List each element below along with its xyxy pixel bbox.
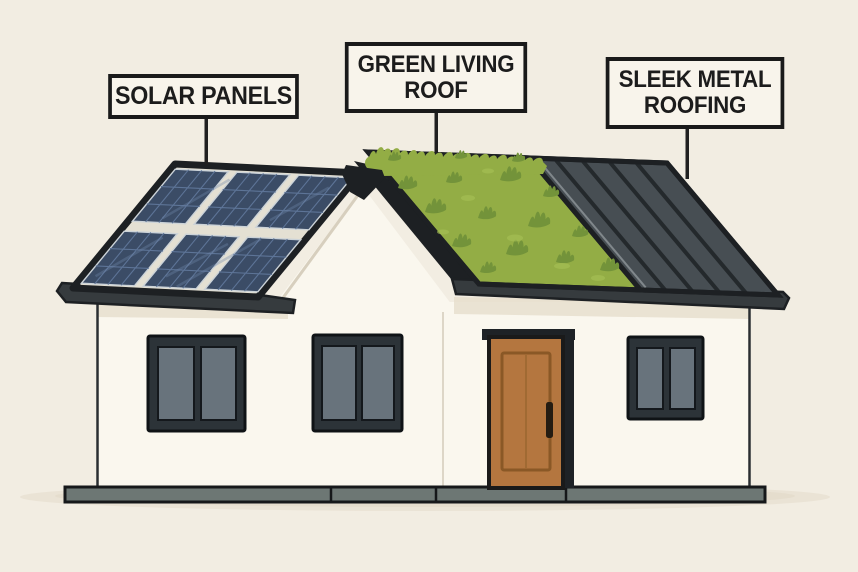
gable-shade-line bbox=[275, 190, 363, 307]
window-middle bbox=[311, 333, 404, 433]
metal-seams bbox=[555, 159, 747, 294]
window-right bbox=[626, 335, 705, 421]
pointer-line-metal bbox=[685, 127, 689, 179]
label-green-living-roof-line1: GREEN LIVING bbox=[357, 50, 515, 78]
label-green-living-roof: GREEN LIVING ROOF bbox=[344, 42, 528, 113]
front-door bbox=[482, 329, 575, 490]
window-left bbox=[146, 334, 247, 433]
gable-wall bbox=[271, 187, 455, 309]
green-roof-rake-trim bbox=[354, 161, 484, 287]
solar-panel-grid bbox=[81, 169, 351, 292]
door-handle bbox=[546, 402, 553, 438]
label-sleek-metal-roofing-line1: SLEEK METAL bbox=[618, 66, 772, 94]
door-lintel bbox=[482, 329, 575, 340]
label-sleek-metal-roofing-line2: ROOFING bbox=[643, 92, 747, 119]
door-jamb bbox=[563, 333, 574, 488]
solar-panel-glare bbox=[90, 177, 331, 290]
label-solar-panels-text: SOLAR PANELS bbox=[114, 82, 293, 110]
roof-apex-cap bbox=[342, 165, 385, 200]
solar-roof bbox=[73, 164, 360, 297]
label-sleek-metal-roofing: SLEEK METAL ROOFING bbox=[605, 57, 785, 129]
label-solar-panels: SOLAR PANELS bbox=[108, 74, 299, 119]
grass-highlights bbox=[437, 168, 605, 281]
base-strip bbox=[63, 485, 767, 504]
pointer-line-green bbox=[434, 111, 438, 153]
label-green-living-roof-line2: ROOF bbox=[404, 76, 468, 104]
grass-silhouette bbox=[365, 147, 547, 176]
metal-edge-highlight bbox=[539, 161, 646, 288]
pointer-line-solar bbox=[204, 117, 208, 165]
